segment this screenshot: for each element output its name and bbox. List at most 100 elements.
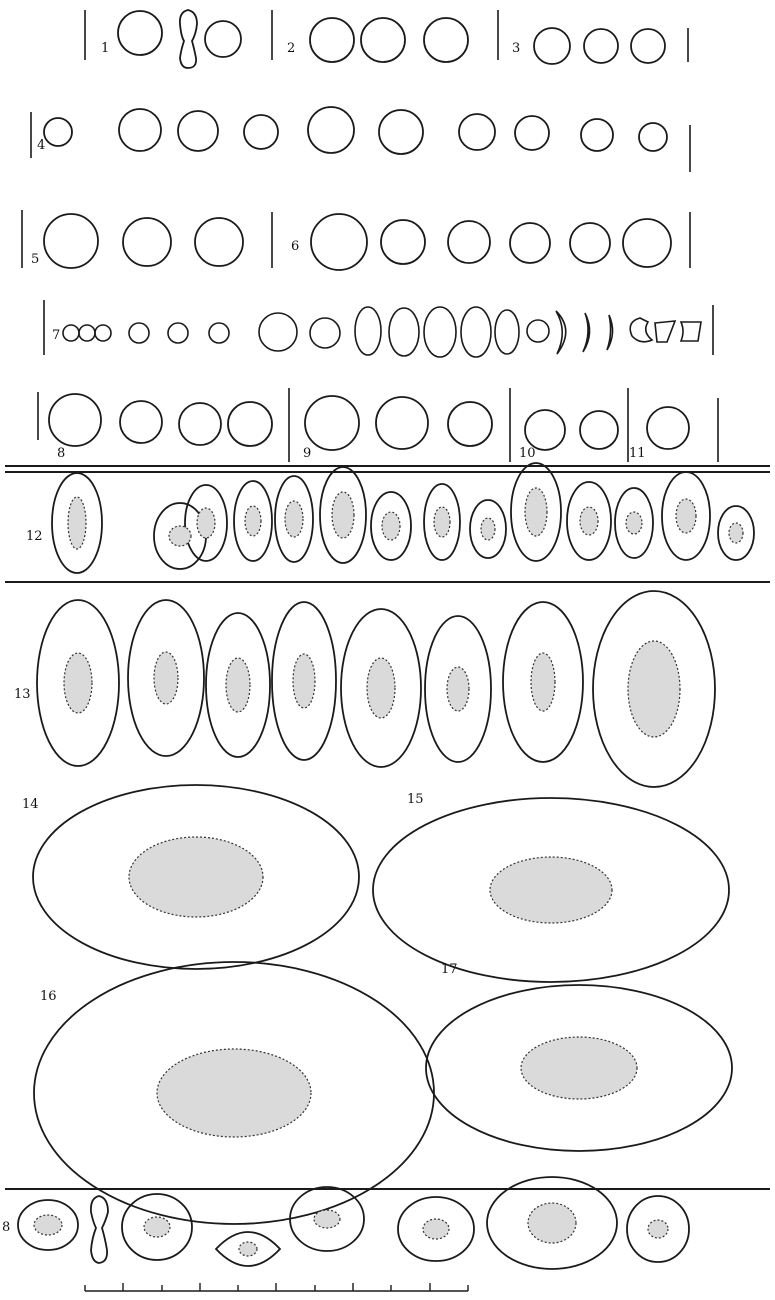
red-corpuscle [448,402,492,446]
nucleus [34,1215,62,1235]
red-corpuscle [534,28,570,64]
oval-corpuscle [461,307,491,357]
figure-label-2: 2 [287,41,295,56]
red-corpuscle [95,325,111,341]
nucleus [129,837,263,917]
nucleus [434,507,450,537]
dumbbell-corpuscle [180,10,197,68]
crenated-corpuscle [607,315,613,350]
red-corpuscle [195,218,243,266]
red-corpuscle [123,218,171,266]
group-separators [22,10,718,462]
nucleus [628,641,680,737]
figure-label-3: 3 [512,41,520,56]
dumbbell-corpuscle [91,1196,108,1263]
red-corpuscle [79,325,95,341]
red-corpuscle [525,410,565,450]
red-corpuscle [381,220,425,264]
nucleus [64,653,92,713]
nucleus [521,1037,637,1099]
red-corpuscle [179,403,221,445]
nucleus [367,658,395,718]
red-corpuscle [120,401,162,443]
red-corpuscle [623,219,671,267]
red-corpuscle [178,111,218,151]
nucleus [531,653,555,711]
red-corpuscle [580,411,618,449]
figure-label-10: 10 [519,446,536,461]
corpuscle-nuclei [34,488,743,1256]
figure-label-6: 6 [291,239,299,254]
crenated-corpuscle [556,311,566,354]
figure-label-15: 15 [407,792,424,807]
red-corpuscle [259,313,297,351]
nucleus [197,508,215,538]
nucleus [626,512,642,534]
crenated-corpuscle [630,318,652,342]
red-corpuscle [361,18,405,62]
nucleus [169,526,191,546]
oval-corpuscle [495,310,519,354]
nucleus [154,652,178,704]
nucleus [528,1203,576,1243]
red-corpuscle [376,397,428,449]
red-corpuscle [44,118,72,146]
red-corpuscle [168,323,188,343]
nucleus [525,488,547,536]
crenated-corpuscle [681,322,701,341]
nucleus [382,512,400,540]
nucleus [226,658,250,712]
red-corpuscle [515,116,549,150]
nucleus [648,1220,668,1238]
figure-label-13: 13 [14,687,31,702]
red-corpuscle [305,396,359,450]
nucleus [157,1049,311,1137]
nucleus [314,1210,340,1228]
nucleus [676,499,696,533]
nucleus [423,1219,449,1239]
scale-bar [85,1283,468,1291]
red-corpuscle [584,29,618,63]
figure-label-8b: 8 [2,1220,10,1235]
nucleus [729,523,743,543]
red-corpuscle [308,107,354,153]
figure-label-16: 16 [40,989,57,1004]
red-corpuscle [570,223,610,263]
red-corpuscle [129,323,149,343]
nucleus [332,492,354,538]
red-corpuscle [209,323,229,343]
red-corpuscle [119,109,161,151]
nucleus [490,857,612,923]
figure-label-4: 4 [37,138,45,153]
figure-label-1: 1 [101,41,109,56]
red-corpuscle [424,18,468,62]
figure-label-8: 8 [57,446,65,461]
section-rules [5,466,770,1189]
figure-label-14: 14 [22,797,39,812]
nucleus [68,497,86,549]
red-corpuscle [459,114,495,150]
red-corpuscle [205,21,241,57]
red-corpuscle [639,123,667,151]
nucleus [285,501,303,537]
red-corpuscle [44,214,98,268]
red-corpuscle [228,402,272,446]
nucleus [245,506,261,536]
oval-corpuscle [355,307,381,355]
red-corpuscle [310,18,354,62]
red-corpuscle [448,221,490,263]
figure-label-5: 5 [31,252,39,267]
red-corpuscle [631,29,665,63]
figure-label-17: 17 [441,962,458,977]
crenated-corpuscle [583,313,590,352]
red-corpuscle [118,11,162,55]
red-corpuscle [510,223,550,263]
figure-label-7: 7 [52,328,60,343]
nucleus [580,507,598,535]
nucleus [293,654,315,708]
corpuscle-cells [18,10,754,1269]
oval-corpuscle [389,308,419,356]
nucleus [481,518,495,540]
red-corpuscle [244,115,278,149]
